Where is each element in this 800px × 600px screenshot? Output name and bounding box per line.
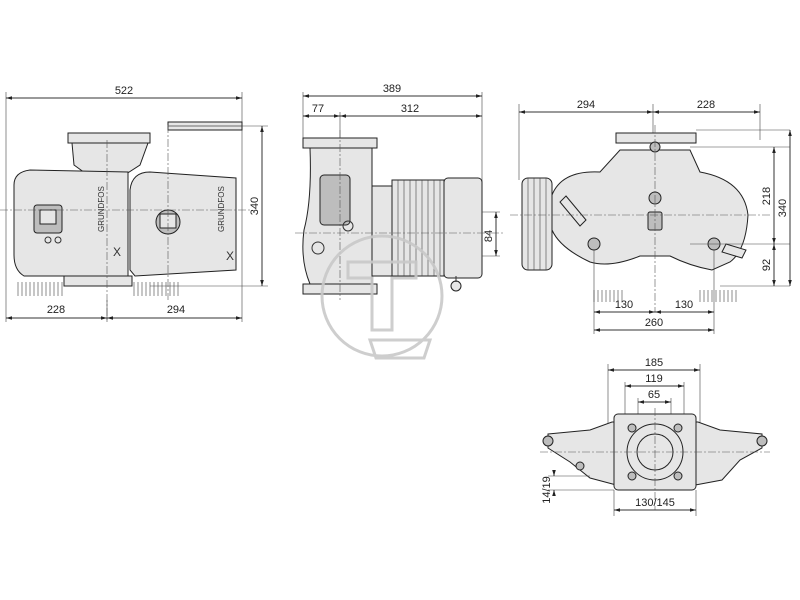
watermark-logo <box>320 234 444 360</box>
dim-side-axis-height: 84 <box>483 230 495 242</box>
dim-top-bore: 65 <box>648 389 660 401</box>
grundfos-logo-left: GRUNDFOS <box>97 186 106 232</box>
dim-rear-foot-left: 130 <box>615 299 633 311</box>
dim-top-bolt-pcd: 130/145 <box>635 497 675 509</box>
rear-motor-fins <box>527 178 547 270</box>
side-motor-fins <box>391 179 445 277</box>
grundfos-logo-right: GRUNDFOS <box>217 186 226 232</box>
dim-rear-foot-span: 260 <box>645 317 663 329</box>
dim-front-left: 228 <box>47 304 65 316</box>
svg-text:GRUNDFOS: GRUNDFOS <box>97 186 106 232</box>
front-fins <box>17 282 179 296</box>
dim-top-bolt-circle: 119 <box>645 373 663 385</box>
dim-rear-lower-height: 92 <box>761 259 773 271</box>
dim-rear-right: 228 <box>697 99 715 111</box>
dim-front-height: 340 <box>249 197 261 215</box>
side-view: 389 77 312 84 <box>295 83 505 300</box>
dim-side-flange-offset: 77 <box>312 103 324 115</box>
dim-side-overall-width: 389 <box>383 83 401 95</box>
rear-view: 294 228 218 340 92 <box>510 99 792 334</box>
dim-rear-upper-height: 218 <box>761 187 773 205</box>
dim-rear-total-height: 340 <box>777 199 789 217</box>
dim-front-right: 294 <box>167 304 185 316</box>
dim-rear-foot-right: 130 <box>675 299 693 311</box>
dim-side-motor-length: 312 <box>401 103 419 115</box>
svg-text:X: X <box>113 245 121 259</box>
front-view: 522 GRUNDFOS X GRUNDFOS X <box>0 85 268 322</box>
top-view: 185 119 65 14/19 130/145 <box>540 357 770 516</box>
svg-text:X: X <box>226 249 234 263</box>
dim-front-overall-width: 522 <box>115 85 133 97</box>
dim-rear-left: 294 <box>577 99 595 111</box>
dim-top-flange-outer: 185 <box>645 357 663 369</box>
svg-text:GRUNDFOS: GRUNDFOS <box>217 186 226 232</box>
dim-top-flange-thickness: 14/19 <box>541 476 553 504</box>
